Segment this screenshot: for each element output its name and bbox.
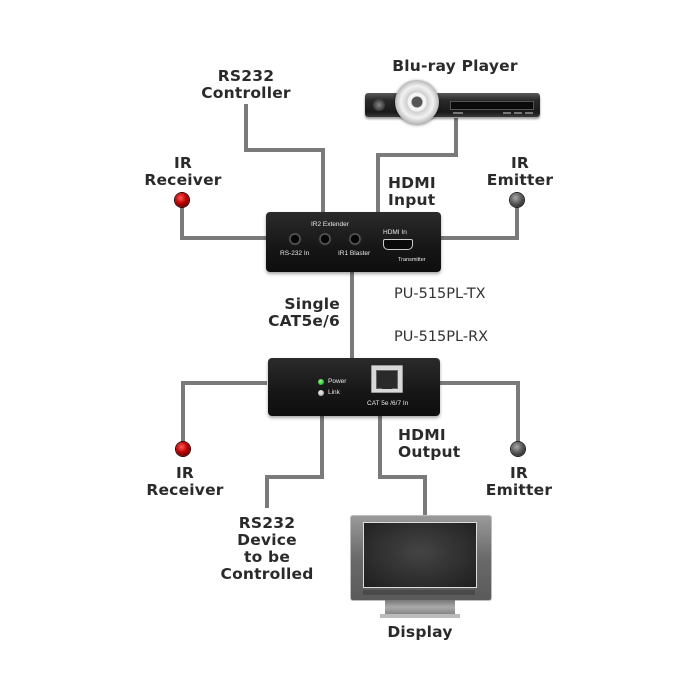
receiver-unit: Power Link CAT 5e /6/7 In — [268, 358, 440, 416]
transmitter-unit: IR2 Extender RS-232 In IR1 Blaster HDMI … — [266, 212, 441, 272]
wire-hdmi-input — [376, 118, 458, 215]
display-icon — [350, 515, 492, 621]
wire-ir-receiver-bottom — [181, 381, 267, 443]
ir-receiver-bottom-icon — [176, 442, 190, 456]
power-led — [318, 379, 324, 385]
ir-emitter-top-icon — [510, 193, 524, 207]
label-line: IR — [510, 154, 530, 172]
label-bluray-player: Blu-ray Player — [392, 57, 518, 75]
label-line: Emitter — [485, 481, 553, 499]
label-single-cat: Single CAT5e/6 — [258, 296, 340, 330]
label-rs232-device: RS232 Device to be Controlled — [212, 515, 322, 583]
link-led — [318, 390, 324, 396]
label-line: Controlled — [220, 565, 314, 583]
ir1-blaster-jack — [348, 232, 362, 246]
label-line: RS232 — [217, 67, 275, 85]
ir2-extender-jack — [318, 232, 332, 246]
wire-ir-emitter-top — [440, 207, 519, 240]
label-ir-receiver-top: IR Receiver — [138, 155, 228, 189]
transmitter-label: Transmitter — [398, 257, 426, 263]
label-line: Receiver — [146, 481, 224, 499]
label-line: Single — [284, 295, 340, 313]
label-rs232-controller: RS232 Controller — [196, 68, 296, 102]
bluray-player-icon — [365, 80, 540, 124]
label-ir-emitter-top: IR Emitter — [475, 155, 565, 189]
label-line: RS232 — [238, 514, 296, 532]
label-hdmi-input: HDMI Input — [388, 175, 448, 209]
label-ir-receiver-bottom: IR Receiver — [140, 465, 230, 499]
power-label: Power — [328, 378, 347, 385]
label-line: Controller — [201, 84, 291, 102]
wire-ir-emitter-bottom — [440, 381, 520, 443]
model-transmitter: PU-515PL-TX — [394, 286, 486, 302]
label-ir-emitter-bottom: IR Emitter — [474, 465, 564, 499]
label-line: HDMI — [398, 426, 446, 444]
ir2-extender-label: IR2 Extender — [311, 221, 349, 228]
label-line: Input — [388, 191, 436, 209]
model-receiver: PU-515PL-RX — [394, 329, 489, 345]
ir-receiver-top-icon — [175, 193, 189, 207]
hdmi-in-label: HDMI In — [383, 229, 407, 236]
rs232-in-label: RS-232 In — [280, 250, 310, 257]
label-line: CAT5e/6 — [268, 312, 340, 330]
ir1-blaster-label: IR1 Blaster — [338, 250, 371, 257]
label-line: Emitter — [486, 171, 554, 189]
hdmi-port-icon — [383, 239, 413, 250]
label-hdmi-output: HDMI Output — [398, 427, 478, 461]
link-label: Link — [328, 389, 340, 396]
wire-rs232-device — [265, 416, 324, 508]
label-line: Receiver — [144, 171, 222, 189]
label-line: IR — [175, 464, 195, 482]
cat-in-label: CAT 5e /6/7 In — [367, 400, 409, 407]
label-line: Device — [237, 531, 297, 549]
rs232-in-jack — [288, 232, 302, 246]
wire-rs232-controller — [244, 104, 325, 215]
rj45-port-icon — [371, 365, 403, 393]
label-line: HDMI — [388, 174, 436, 192]
label-line: Output — [398, 443, 461, 461]
label-line: IR — [509, 464, 529, 482]
disc-icon — [395, 80, 439, 124]
label-line: to be — [243, 548, 291, 566]
label-line: IR — [173, 154, 193, 172]
label-display: Display — [387, 623, 453, 641]
ir-emitter-bottom-icon — [511, 442, 525, 456]
wire-hdmi-output — [378, 416, 427, 518]
wire-ir-receiver-top — [180, 207, 267, 240]
